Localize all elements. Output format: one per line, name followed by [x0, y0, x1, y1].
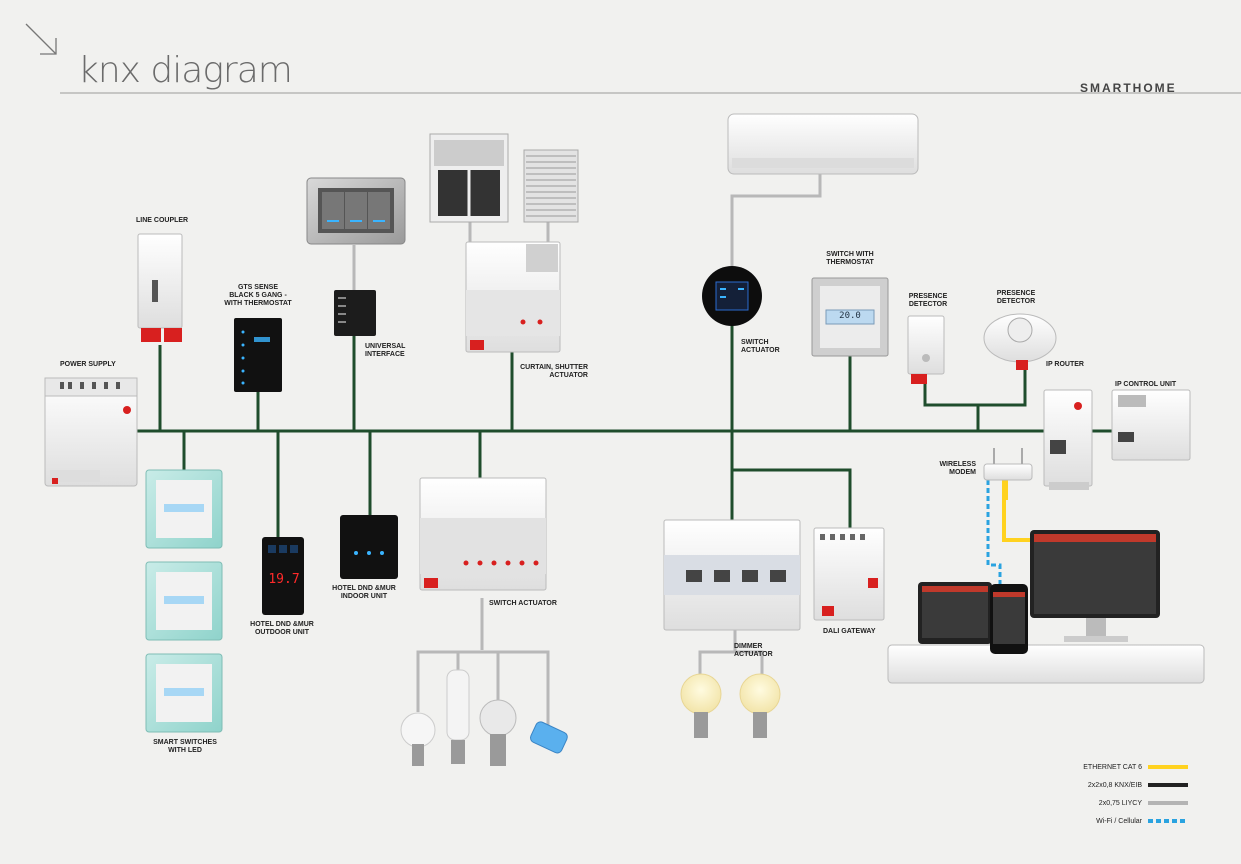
arrow-icon — [25, 23, 57, 55]
liycy-cables — [352, 172, 822, 730]
dali-gateway — [813, 527, 885, 621]
header-graphics — [25, 23, 1241, 94]
ip-router — [1043, 389, 1093, 490]
label-presence-detector-b-2: DETECTOR — [996, 298, 1036, 305]
legend-knx: 2x2x0,8 KNX/EIB — [1087, 782, 1142, 789]
label-presence-detector-b-1: PRESENCE — [996, 290, 1036, 297]
label-switch-actuator-top-2: ACTUATOR — [741, 347, 780, 354]
bulbs-dimmer — [680, 673, 781, 738]
label-switch-thermostat-2: THERMOSTAT — [826, 259, 874, 266]
knx-bus — [130, 325, 1115, 538]
label-wireless-modem-2: MODEM — [949, 469, 976, 476]
ip-control-unit — [1111, 389, 1191, 461]
switch-actuator-round — [702, 266, 762, 326]
switch-actuator-din — [419, 477, 547, 591]
label-presence-detector-a-2: DETECTOR — [908, 301, 948, 308]
line-coupler — [137, 233, 183, 342]
wifi-link — [986, 480, 1002, 585]
label-line-coupler: LINE COUPLER — [136, 217, 189, 224]
universal-interface — [334, 290, 376, 336]
dimmer-actuator — [663, 519, 801, 631]
gts-sense-panel — [234, 318, 282, 392]
hotel-dnd-outdoor-unit — [262, 537, 304, 615]
label-universal-interface-2: INTERFACE — [365, 351, 405, 358]
switch-with-thermostat — [811, 277, 889, 357]
window-shutter — [429, 133, 509, 223]
thermostat-readout: 20.0 — [839, 311, 861, 321]
label-power-supply: POWER SUPPLY — [60, 361, 116, 368]
legend-swatches — [1148, 765, 1188, 823]
label-curtain-actuator-1: CURTAIN, SHUTTER — [520, 364, 588, 371]
outdoor-unit-readout: 19.7 — [268, 572, 300, 587]
bulbs-switch-actuator — [400, 669, 568, 766]
label-switch-actuator-bottom: SWITCH ACTUATOR — [489, 600, 557, 607]
control-devices — [887, 530, 1205, 684]
label-gts-sense-3: WITH THERMOSTAT — [224, 300, 292, 307]
label-universal-interface-1: UNIVERSAL — [365, 343, 406, 350]
air-conditioner — [727, 113, 919, 175]
wireless-modem — [983, 448, 1033, 481]
label-hotel-outdoor-2: OUTDOOR UNIT — [254, 629, 310, 636]
label-dali-gateway: DALI GATEWAY — [823, 628, 876, 635]
label-hotel-indoor-2: INDOOR UNIT — [340, 593, 388, 600]
power-supply — [44, 377, 138, 487]
label-switch-actuator-top-1: SWITCH — [741, 339, 769, 346]
smart-switches-with-led — [145, 469, 223, 733]
presence-detector-din — [907, 315, 945, 384]
venetian-blinds — [523, 149, 579, 223]
label-hotel-outdoor-1: HOTEL DND &MUR — [250, 621, 314, 628]
brand-logo: SMARTHOME — [1080, 81, 1177, 95]
label-smart-switches-1: SMART SWITCHES — [153, 739, 217, 746]
legend-ethernet: ETHERNET CAT 6 — [1083, 764, 1142, 771]
label-ip-router: IP ROUTER — [1046, 361, 1084, 368]
page-title: knx diagram — [78, 50, 293, 91]
hotel-dnd-indoor-unit — [340, 515, 398, 579]
legend-liycy: 2x0,75 LIYCY — [1098, 800, 1142, 807]
legend-wifi: Wi-Fi / Cellular — [1096, 818, 1142, 825]
label-smart-switches-2: WITH LED — [168, 747, 202, 754]
label-ip-control-unit: IP CONTROL UNIT — [1115, 381, 1177, 388]
label-dimmer-actuator-1: DIMMER — [734, 643, 763, 650]
label-dimmer-actuator-2: ACTUATOR — [734, 651, 773, 658]
arrow-head — [40, 38, 57, 55]
label-gts-sense-2: BLACK 5 GANG - — [229, 292, 287, 299]
label-hotel-indoor-1: HOTEL DND &MUR — [332, 585, 396, 592]
label-curtain-actuator-2: ACTUATOR — [549, 372, 588, 379]
label-gts-sense-1: GTS SENSE — [237, 284, 279, 291]
label-wireless-modem-1: WIRELESS — [939, 461, 976, 468]
curtain-shutter-actuator — [465, 241, 561, 353]
label-switch-thermostat-1: SWITCH WITH — [826, 251, 874, 258]
wall-switch-plate — [306, 177, 406, 245]
presence-detector-ceiling — [983, 313, 1057, 370]
label-presence-detector-a-1: PRESENCE — [908, 293, 948, 300]
